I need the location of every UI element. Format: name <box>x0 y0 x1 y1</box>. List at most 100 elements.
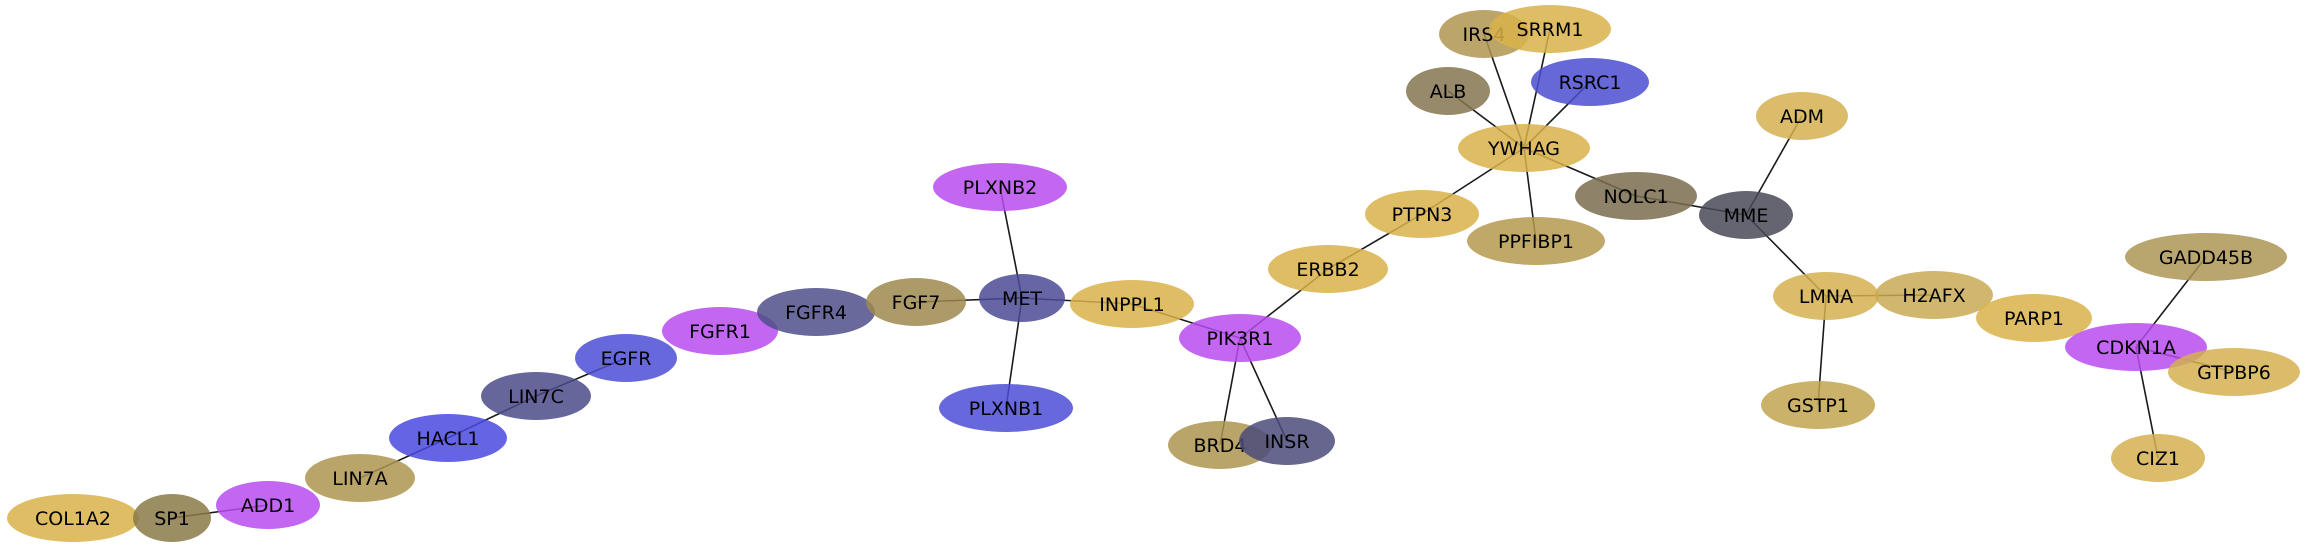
node-shape[interactable] <box>133 494 211 542</box>
node-label: FGFR1 <box>689 321 751 343</box>
node-shape[interactable] <box>757 288 875 336</box>
node-label: GADD45B <box>2159 247 2253 269</box>
node-shape[interactable] <box>1179 314 1301 362</box>
node-label: MME <box>1724 205 1769 227</box>
node-shape[interactable] <box>1531 58 1649 106</box>
node-label: ALB <box>1430 81 1467 103</box>
node-rsrc1[interactable]: RSRC1 <box>1531 58 1649 106</box>
node-label: SP1 <box>154 508 190 530</box>
node-shape[interactable] <box>216 481 320 529</box>
node-plxnb2[interactable]: PLXNB2 <box>933 163 1067 211</box>
node-label: RSRC1 <box>1559 72 1622 94</box>
node-fgf7[interactable]: FGF7 <box>866 278 966 326</box>
node-shape[interactable] <box>1756 92 1848 140</box>
node-lin7c[interactable]: LIN7C <box>481 372 591 420</box>
node-sp1[interactable]: SP1 <box>133 494 211 542</box>
node-shape[interactable] <box>7 494 139 542</box>
node-shape[interactable] <box>575 334 677 382</box>
node-nolc1[interactable]: NOLC1 <box>1575 172 1697 220</box>
node-label: INPPL1 <box>1099 294 1164 316</box>
node-egfr[interactable]: EGFR <box>575 334 677 382</box>
node-label: MET <box>1002 288 1042 310</box>
node-label: PPFIBP1 <box>1498 231 1574 253</box>
node-shape[interactable] <box>662 307 778 355</box>
node-srrm1[interactable]: SRRM1 <box>1489 5 1611 53</box>
node-ywhag[interactable]: YWHAG <box>1458 124 1590 172</box>
node-label: YWHAG <box>1487 138 1560 160</box>
node-shape[interactable] <box>389 414 507 462</box>
node-label: NOLC1 <box>1603 186 1668 208</box>
node-label: COL1A2 <box>35 508 111 530</box>
node-fgfr1[interactable]: FGFR1 <box>662 307 778 355</box>
node-shape[interactable] <box>2168 348 2300 396</box>
node-shape[interactable] <box>1699 191 1793 239</box>
node-gstp1[interactable]: GSTP1 <box>1761 381 1875 429</box>
node-shape[interactable] <box>1458 124 1590 172</box>
node-mme[interactable]: MME <box>1699 191 1793 239</box>
node-shape[interactable] <box>1467 217 1605 265</box>
node-adm[interactable]: ADM <box>1756 92 1848 140</box>
node-label: FGFR4 <box>785 302 847 324</box>
node-h2afx[interactable]: H2AFX <box>1875 271 1993 319</box>
node-insr[interactable]: INSR <box>1239 417 1335 465</box>
node-shape[interactable] <box>866 278 966 326</box>
node-parp1[interactable]: PARP1 <box>1976 294 2092 342</box>
node-label: INSR <box>1264 431 1309 453</box>
node-shape[interactable] <box>1406 67 1490 115</box>
node-ptpn3[interactable]: PTPN3 <box>1365 190 1479 238</box>
node-shape[interactable] <box>481 372 591 420</box>
node-shape[interactable] <box>2111 434 2205 482</box>
node-shape[interactable] <box>1761 381 1875 429</box>
node-hacl1[interactable]: HACL1 <box>389 414 507 462</box>
node-label: ADM <box>1780 106 1824 128</box>
node-pik3r1[interactable]: PIK3R1 <box>1179 314 1301 362</box>
node-lmna[interactable]: LMNA <box>1773 272 1879 320</box>
node-label: LIN7C <box>508 386 564 408</box>
node-label: SRRM1 <box>1517 19 1584 41</box>
node-shape[interactable] <box>1875 271 1993 319</box>
node-label: LIN7A <box>332 468 388 490</box>
node-gtpbp6[interactable]: GTPBP6 <box>2168 348 2300 396</box>
node-shape[interactable] <box>979 274 1065 322</box>
node-label: H2AFX <box>1902 285 1965 307</box>
node-label: PARP1 <box>2004 308 2064 330</box>
node-shape[interactable] <box>933 163 1067 211</box>
node-label: PIK3R1 <box>1207 328 1274 350</box>
node-shape[interactable] <box>1773 272 1879 320</box>
node-inppl1[interactable]: INPPL1 <box>1070 280 1194 328</box>
node-shape[interactable] <box>2065 323 2207 371</box>
node-shape[interactable] <box>1575 172 1697 220</box>
node-alb[interactable]: ALB <box>1406 67 1490 115</box>
node-label: GTPBP6 <box>2197 362 2271 384</box>
node-met[interactable]: MET <box>979 274 1065 322</box>
node-ppfibp1[interactable]: PPFIBP1 <box>1467 217 1605 265</box>
node-shape[interactable] <box>1976 294 2092 342</box>
node-lin7a[interactable]: LIN7A <box>305 454 415 502</box>
node-add1[interactable]: ADD1 <box>216 481 320 529</box>
node-ciz1[interactable]: CIZ1 <box>2111 434 2205 482</box>
node-shape[interactable] <box>2125 233 2287 281</box>
node-label: PLXNB1 <box>969 398 1043 420</box>
node-shape[interactable] <box>305 454 415 502</box>
node-plxnb1[interactable]: PLXNB1 <box>939 384 1073 432</box>
node-shape[interactable] <box>1489 5 1611 53</box>
node-label: FGF7 <box>892 292 941 314</box>
node-col1a2[interactable]: COL1A2 <box>7 494 139 542</box>
node-erbb2[interactable]: ERBB2 <box>1268 245 1388 293</box>
node-shape[interactable] <box>1365 190 1479 238</box>
node-shape[interactable] <box>1239 417 1335 465</box>
node-label: ADD1 <box>241 495 295 517</box>
node-label: PTPN3 <box>1392 204 1453 226</box>
node-label: PLXNB2 <box>963 177 1037 199</box>
node-label: BRD4 <box>1194 435 1247 457</box>
node-shape[interactable] <box>1070 280 1194 328</box>
node-shape[interactable] <box>1268 245 1388 293</box>
node-fgfr4[interactable]: FGFR4 <box>757 288 875 336</box>
node-label: CIZ1 <box>2136 448 2180 470</box>
node-shape[interactable] <box>939 384 1073 432</box>
node-cdkn1a[interactable]: CDKN1A <box>2065 323 2207 371</box>
node-gadd45b[interactable]: GADD45B <box>2125 233 2287 281</box>
node-label: LMNA <box>1799 286 1853 308</box>
